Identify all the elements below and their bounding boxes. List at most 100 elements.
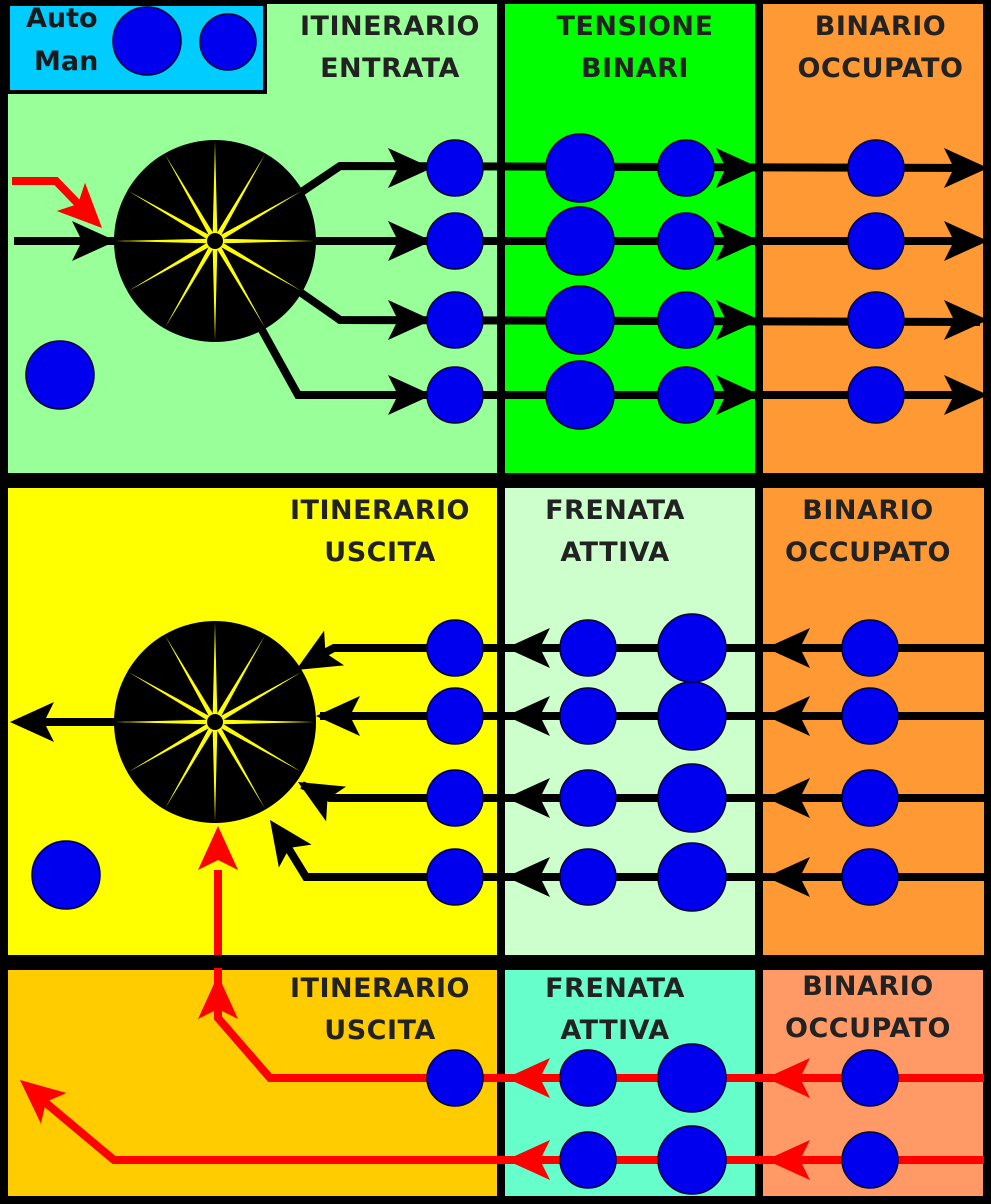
starburst-layer bbox=[114, 140, 316, 823]
entry-track-1 bbox=[297, 161, 981, 197]
tension-track-arrow-4 bbox=[716, 375, 760, 415]
brake-lamp-large-2[interactable] bbox=[657, 681, 727, 751]
title-line-2: BINARI bbox=[581, 53, 689, 84]
turntable-hub bbox=[207, 233, 223, 249]
entry-route-lamp-2[interactable] bbox=[426, 212, 484, 270]
active-brake-lamp-large-2[interactable] bbox=[657, 1125, 727, 1195]
tension-lamp-small-1[interactable] bbox=[657, 139, 715, 197]
occupied-track-arrow-2 bbox=[944, 221, 988, 261]
tension-lamp-small-2[interactable] bbox=[657, 212, 715, 270]
occupied-track-arrow-4 bbox=[944, 375, 988, 415]
exit-track-arrow-3 bbox=[298, 782, 347, 822]
title-line-1: ITINERARIO bbox=[289, 495, 471, 526]
active-brake-arrow-2 bbox=[506, 1140, 550, 1180]
entry-route-lamp-3[interactable] bbox=[426, 291, 484, 349]
brake-lamp-large-1[interactable] bbox=[657, 613, 727, 683]
occupied-track-arrow-3 bbox=[944, 300, 988, 340]
entry-input-arrow bbox=[72, 221, 116, 261]
tension-lamp-large-1[interactable] bbox=[545, 133, 615, 203]
entry-route-lamp-1[interactable] bbox=[426, 139, 484, 197]
entry-route-lamp-4[interactable] bbox=[426, 366, 484, 424]
exit-route-lamp-4[interactable] bbox=[426, 848, 484, 906]
title-itinerario-uscita-active: ITINERARIO USCITA bbox=[265, 968, 495, 1052]
turntable-hub bbox=[207, 714, 223, 730]
tension-lamp-large-4[interactable] bbox=[545, 360, 615, 430]
tension-lamp-large-3[interactable] bbox=[545, 285, 615, 355]
title-line-1: ITINERARIO bbox=[299, 11, 481, 42]
brake-lamp-small-2[interactable] bbox=[559, 687, 617, 745]
title-line-2: USCITA bbox=[324, 1015, 436, 1046]
occupied-track-arrow-1 bbox=[944, 148, 988, 188]
occupied-exit-arrow-3 bbox=[766, 778, 810, 818]
entry-active-indicator-arrow bbox=[56, 182, 102, 228]
exit-track-4 bbox=[278, 835, 990, 881]
exit-output-arrow bbox=[10, 702, 54, 742]
brake-lamp-large-3[interactable] bbox=[657, 763, 727, 833]
exit-track-arrow-4 bbox=[270, 820, 312, 868]
title-line-1: FRENATA bbox=[545, 495, 685, 526]
entry-active-indicator bbox=[12, 177, 91, 217]
active-occupied-arrow-1 bbox=[766, 1058, 810, 1098]
exit-status-lamp[interactable] bbox=[31, 840, 101, 910]
active-route-1-arrow bbox=[198, 975, 238, 1019]
title-line-1: BINARIO bbox=[814, 11, 947, 42]
active-occupied-lamp-1[interactable] bbox=[841, 1049, 899, 1107]
entry-occupied-lamp-1[interactable] bbox=[847, 139, 905, 197]
tension-lamp-small-3[interactable] bbox=[657, 291, 715, 349]
title-binario-occupato-entrata: BINARIO OCCUPATO bbox=[773, 6, 988, 90]
exit-occupied-lamp-4[interactable] bbox=[841, 848, 899, 906]
exit-route-lamp-3[interactable] bbox=[426, 769, 484, 827]
title-tensione-binari: TENSIONE BINARI bbox=[515, 6, 755, 90]
title-line-1: TENSIONE bbox=[556, 11, 714, 42]
entry-track-3 bbox=[297, 288, 981, 326]
brake-lamp-small-3[interactable] bbox=[559, 769, 617, 827]
tension-track-arrow-2 bbox=[716, 221, 760, 261]
title-itinerario-uscita: ITINERARIO USCITA bbox=[265, 490, 495, 574]
brake-lamp-small-4[interactable] bbox=[559, 848, 617, 906]
exit-route-lamp-1[interactable] bbox=[426, 619, 484, 677]
title-frenata-attiva: FRENATA ATTIVA bbox=[510, 490, 720, 574]
active-brake-lamp-small-2[interactable] bbox=[559, 1131, 617, 1189]
tension-track-arrow-1 bbox=[716, 148, 760, 188]
entry-occupied-lamp-4[interactable] bbox=[847, 366, 905, 424]
auto-label: Auto bbox=[26, 3, 98, 34]
man-mode-lamp[interactable] bbox=[199, 13, 257, 71]
exit-turntable[interactable] bbox=[114, 621, 316, 823]
title-itinerario-entrata: ITINERARIO ENTRATA bbox=[280, 6, 500, 90]
exit-occupied-lamp-2[interactable] bbox=[841, 687, 899, 745]
entry-turntable[interactable] bbox=[114, 140, 316, 342]
occupied-exit-arrow-2 bbox=[766, 696, 810, 736]
entry-status-lamp[interactable] bbox=[25, 340, 95, 410]
brake-lamp-large-4[interactable] bbox=[657, 842, 727, 912]
lamps-layer bbox=[25, 6, 905, 1195]
active-brake-lamp-small-1[interactable] bbox=[559, 1049, 617, 1107]
title-line-2: OCCUPATO bbox=[785, 1013, 951, 1044]
auto-mode-lamp[interactable] bbox=[112, 6, 182, 76]
tension-lamp-small-4[interactable] bbox=[657, 366, 715, 424]
entry-track-arrow-4 bbox=[388, 375, 432, 415]
active-exit-route-lamp-1[interactable] bbox=[426, 1049, 484, 1107]
active-route-2-arrow bbox=[20, 1080, 67, 1124]
entry-occupied-lamp-3[interactable] bbox=[847, 291, 905, 349]
title-line-1: ITINERARIO bbox=[289, 973, 471, 1004]
exit-track-arrow-2 bbox=[316, 696, 360, 736]
entry-track-arrow-1 bbox=[388, 148, 432, 188]
exit-route-lamp-2[interactable] bbox=[426, 687, 484, 745]
exit-occupied-lamp-3[interactable] bbox=[841, 769, 899, 827]
entry-track-arrow-2 bbox=[388, 221, 432, 261]
entry-track-arrow-3 bbox=[388, 300, 432, 340]
title-frenata-attiva-active: FRENATA ATTIVA bbox=[510, 968, 720, 1052]
title-line-2: ATTIVA bbox=[560, 1015, 670, 1046]
active-occupied-lamp-2[interactable] bbox=[841, 1131, 899, 1189]
exit-track-arrow-1 bbox=[296, 630, 345, 670]
occupied-exit-arrow-4 bbox=[766, 857, 810, 897]
exit-occupied-lamp-1[interactable] bbox=[841, 619, 899, 677]
tension-lamp-large-2[interactable] bbox=[545, 206, 615, 276]
active-brake-lamp-large-1[interactable] bbox=[657, 1043, 727, 1113]
brake-lamp-small-1[interactable] bbox=[559, 619, 617, 677]
title-binario-occupato-uscita-active: BINARIO OCCUPATO bbox=[763, 966, 973, 1050]
active-brake-arrow-1 bbox=[506, 1058, 550, 1098]
entry-occupied-lamp-2[interactable] bbox=[847, 212, 905, 270]
